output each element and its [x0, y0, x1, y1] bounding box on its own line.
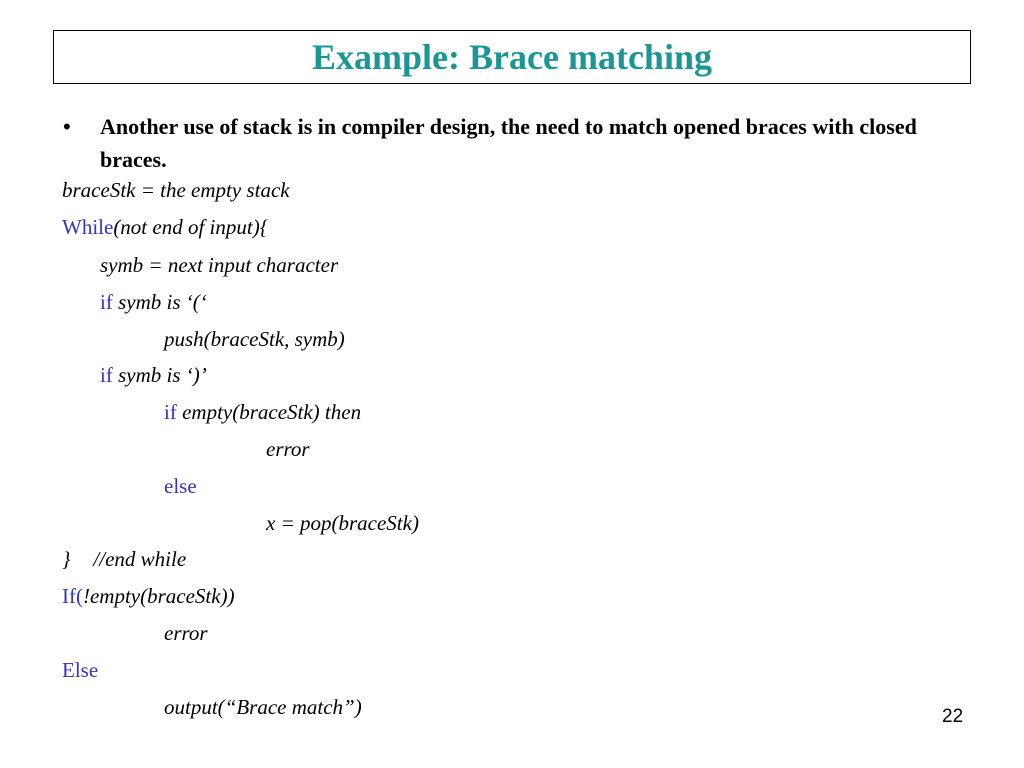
code-text: output(“Brace match”): [164, 695, 362, 719]
code-line-15: output(“Brace match”): [164, 693, 362, 721]
bullet-text: Another use of stack is in compiler desi…: [100, 114, 917, 172]
code-text: symb = next input character: [100, 253, 339, 277]
code-text: (not end of input){: [113, 215, 269, 239]
code-line-7: if empty(braceStk) then: [164, 398, 361, 426]
code-text: x = pop(braceStk): [266, 511, 419, 535]
code-line-2: While(not end of input){: [62, 213, 268, 241]
code-line-13: error: [164, 619, 208, 647]
code-brace: }: [62, 547, 71, 571]
code-keyword: if: [164, 400, 177, 424]
code-text: empty(braceStk) then: [176, 400, 362, 424]
code-line-4: if symb is ‘(‘: [100, 288, 207, 316]
code-keyword: if: [100, 290, 113, 314]
code-line-8: error: [266, 435, 310, 463]
code-line-14: Else: [62, 656, 98, 684]
bullet-icon: •: [63, 114, 71, 139]
code-text: symb is ‘)’: [112, 363, 207, 387]
code-text: error: [266, 437, 310, 461]
code-text: !empty(braceStk)): [82, 584, 235, 608]
slide-title: Example: Brace matching: [312, 37, 712, 77]
code-keyword: else: [164, 474, 197, 498]
code-line-9: else: [164, 472, 197, 500]
code-keyword: Else: [62, 658, 99, 682]
code-text: push(braceStk, symb): [164, 327, 345, 351]
code-text: error: [164, 621, 208, 645]
code-text: braceStk = the empty stack: [62, 178, 290, 202]
code-line-11: } //end while: [62, 545, 186, 573]
code-line-1: braceStk = the empty stack: [62, 176, 290, 204]
code-line-6: if symb is ‘)’: [100, 361, 207, 389]
code-keyword: if: [100, 363, 113, 387]
code-line-12: If(!empty(braceStk)): [62, 582, 235, 610]
code-line-10: x = pop(braceStk): [266, 509, 419, 537]
code-comment: //end while: [93, 547, 187, 571]
code-keyword: While: [62, 215, 114, 239]
code-text: symb is ‘(‘: [112, 290, 207, 314]
code-line-5: push(braceStk, symb): [164, 325, 345, 353]
slide-title-box: Example: Brace matching: [53, 30, 971, 84]
page-number: 22: [942, 706, 964, 727]
code-line-3: symb = next input character: [100, 251, 338, 279]
code-keyword: If(: [62, 584, 83, 608]
